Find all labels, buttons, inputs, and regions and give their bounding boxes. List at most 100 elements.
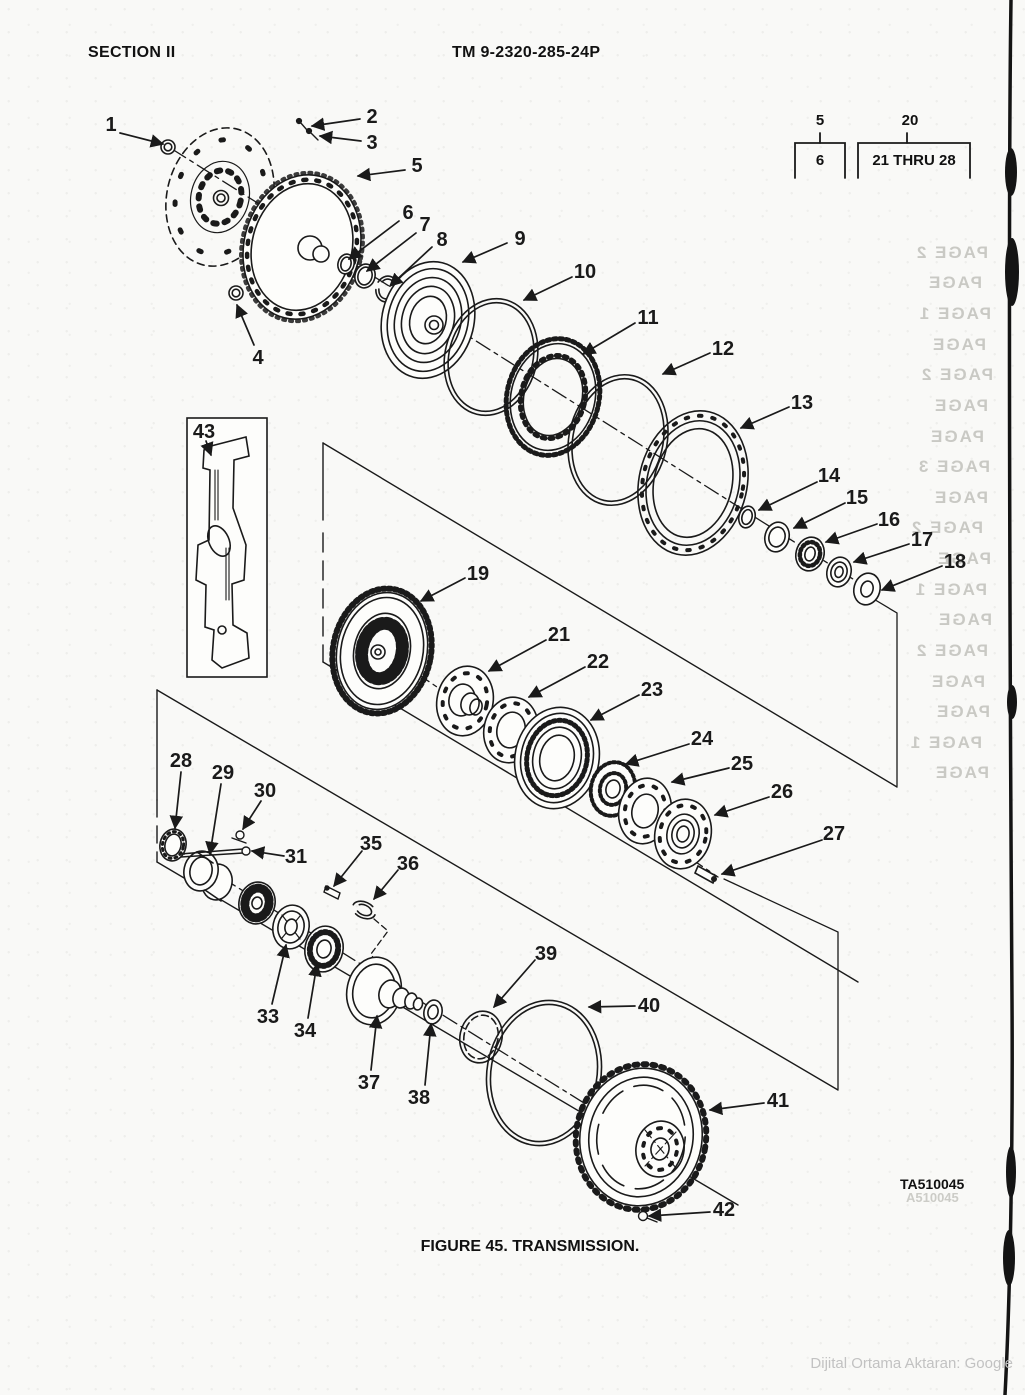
callout-leader-12 [661, 352, 711, 376]
part-27-pin [693, 864, 718, 885]
callout-number-39: 39 [535, 943, 557, 965]
callout-number-37: 37 [358, 1072, 380, 1094]
callout-leader-42 [647, 1208, 711, 1222]
part-35-pin [323, 885, 341, 900]
bracket-contained-items-21-28: 21 THRU 28 [872, 152, 956, 169]
bleedthrough-text: PAGE [929, 427, 984, 446]
callout-leader-31 [250, 846, 285, 860]
part-19-turbine [329, 585, 435, 717]
part-23-bearing-assembly [513, 706, 601, 810]
bracket-parent-item-5: 5 [815, 112, 825, 129]
part-41-drum [572, 1061, 710, 1213]
callout-leader-4 [235, 303, 255, 346]
callout-number-36: 36 [397, 853, 419, 875]
callout-number-7: 7 [419, 214, 430, 236]
callout-number-5: 5 [411, 155, 422, 177]
callout-number-15: 15 [846, 487, 868, 509]
part-30-31-pin-and-clip [179, 830, 251, 858]
callout-number-33: 33 [257, 1006, 279, 1028]
callout-leader-19 [419, 577, 466, 602]
bracket-contained-item-6: 6 [815, 152, 825, 169]
tm-number: TM 9-2320-285-24P [452, 44, 601, 61]
bleedthrough-text: PAGE [934, 763, 989, 782]
callout-number-26: 26 [771, 781, 793, 803]
callout-number-24: 24 [691, 728, 714, 750]
callout-leader-15 [792, 502, 846, 529]
callout-leader-2 [310, 117, 361, 131]
callout-leader-25 [670, 767, 730, 786]
axis-connectors [370, 597, 898, 1090]
callout-leader-35 [333, 850, 363, 888]
callout-leader-24 [624, 743, 690, 767]
part-42-bolt [637, 1210, 658, 1223]
callout-leader-11 [581, 322, 636, 355]
callout-number-3: 3 [366, 132, 377, 154]
callout-number-31: 31 [285, 846, 307, 868]
callout-leader-8 [389, 246, 433, 287]
callout-number-14: 14 [818, 465, 841, 487]
bleedthrough-text: PAGE [937, 610, 992, 629]
upper-panel-outline [322, 442, 898, 983]
part-28-ring [159, 828, 187, 862]
callout-leader-13 [739, 406, 790, 430]
callout-leader-38 [423, 1022, 437, 1086]
callout-leader-26 [713, 796, 770, 818]
callout-number-43: 43 [193, 421, 215, 443]
callout-leader-5 [356, 167, 406, 182]
part-36-curved-washer [351, 900, 377, 920]
part-12-ring [567, 373, 669, 507]
callout-leader-33 [271, 943, 290, 1005]
part-21-flange [435, 665, 495, 737]
part-11-clutch-plate [503, 336, 603, 458]
bracket-parent-item-20: 20 [901, 112, 919, 129]
callout-number-27: 27 [823, 823, 845, 845]
callout-number-34: 34 [294, 1020, 317, 1042]
part-4-nut [228, 285, 244, 301]
callout-leader-34 [307, 962, 322, 1019]
callout-number-11: 11 [637, 307, 658, 329]
part-33-bearing-ring [272, 904, 310, 950]
callout-leader-3 [318, 130, 362, 145]
bleedthrough-text: PAGE [930, 672, 985, 691]
reference-brackets [794, 132, 971, 179]
callout-number-38: 38 [408, 1087, 430, 1109]
bleedthrough-text: PAGE 1 [909, 733, 982, 752]
bleedthrough-text: PAGE 1 [914, 580, 987, 599]
part-32-toothed-disc [238, 881, 276, 925]
part-1-nut [160, 139, 176, 155]
bleedthrough-text: PAGE 2 [920, 365, 993, 384]
callout-leader-27 [720, 839, 823, 877]
artwork-number-ghost: A510045 [906, 1190, 959, 1205]
part-37-output-hub [345, 956, 424, 1026]
callout-number-6: 6 [402, 202, 413, 224]
part-39-wavy-ring [458, 1010, 504, 1064]
callout-number-19: 19 [467, 563, 489, 585]
callout-leader-14 [757, 481, 818, 511]
part-9-pump-cover [380, 260, 476, 380]
artwork-number: TA510045 [900, 1176, 965, 1192]
bleedthrough-text: PAGE [935, 702, 990, 721]
callout-leader-7 [365, 232, 417, 272]
callout-number-10: 10 [574, 261, 596, 283]
bleedthrough-text: PAGE 1 [918, 304, 991, 323]
callout-leader-29 [205, 783, 222, 856]
parts-14-to-18-washers [737, 505, 882, 606]
callout-number-35: 35 [360, 833, 382, 855]
callout-number-29: 29 [212, 762, 234, 784]
part-26-flanged-hub [653, 798, 713, 870]
callout-leader-17 [852, 543, 910, 565]
callout-leader-43 [200, 440, 214, 457]
callout-number-41: 41 [767, 1090, 789, 1112]
callout-number-16: 16 [878, 509, 900, 531]
digitization-watermark: Dijital Ortama Aktaran: Google [810, 1355, 1013, 1372]
callout-number-25: 25 [731, 753, 753, 775]
callout-number-23: 23 [641, 679, 663, 701]
callout-leader-37 [368, 1014, 383, 1071]
callout-leader-21 [487, 639, 547, 672]
section-heading: SECTION II [88, 44, 176, 61]
callout-leader-1 [119, 132, 165, 148]
